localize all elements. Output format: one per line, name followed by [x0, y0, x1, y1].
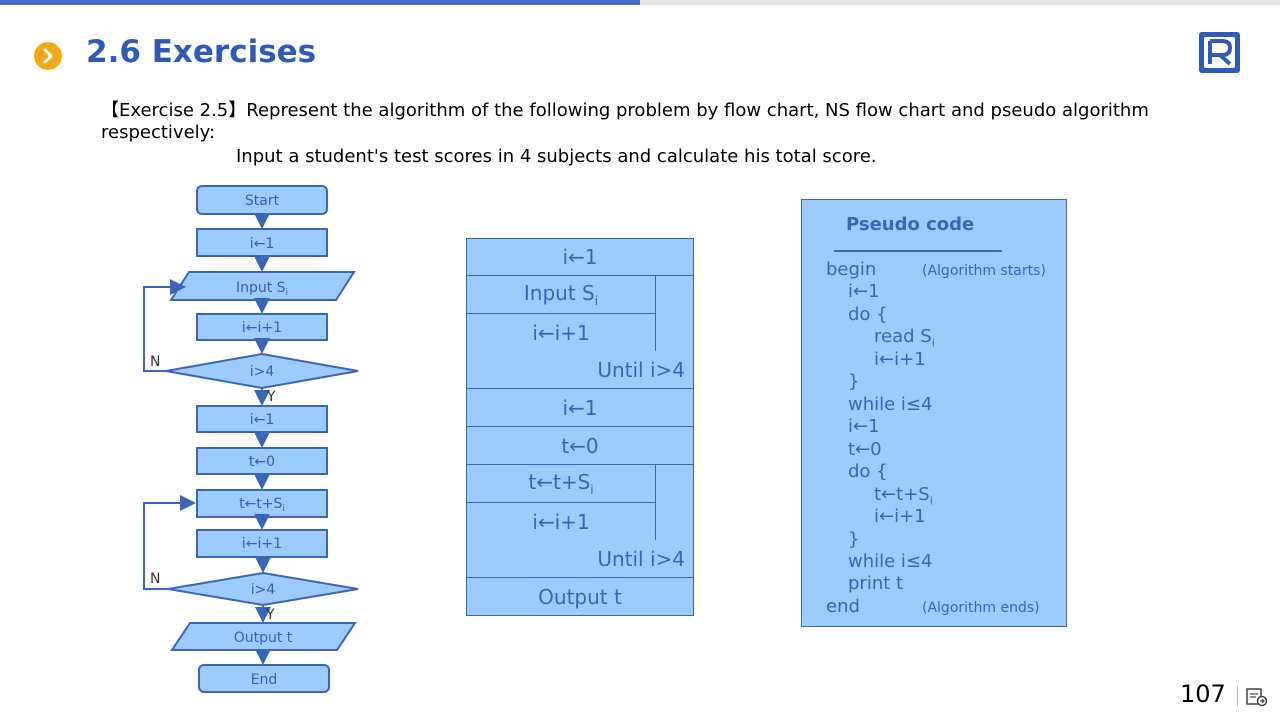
ns-row-label: i←1 — [562, 395, 598, 420]
pseudo-line: end — [826, 596, 860, 617]
flow-init-label: i←1 — [250, 412, 275, 428]
flow-start-label: Start — [245, 193, 280, 209]
pseudo-line: i←i+1 — [874, 506, 926, 527]
ns-row: i←i+1 — [466, 502, 656, 541]
ns-row-label: Until i>4 — [597, 546, 685, 571]
ns-row-label: t←0 — [561, 433, 599, 458]
ns-row-label: Output t — [538, 584, 622, 609]
ns-row-label: Until i>4 — [597, 357, 685, 382]
flow-process-node — [196, 405, 328, 433]
pseudo-line: } — [848, 371, 860, 392]
flow-no-label: N — [150, 354, 160, 370]
exercise-task: Input a student's test scores in 4 subje… — [236, 146, 877, 167]
pseudo-code-panel: Pseudo code begin (Algorithm starts) i←1… — [801, 199, 1067, 627]
ns-row: Output t — [466, 577, 694, 616]
ns-row: i←i+1 — [466, 313, 656, 352]
pseudo-line: i←1 — [848, 416, 880, 437]
pseudo-comment: (Algorithm ends) — [922, 600, 1040, 616]
ns-row-label: t←t+Si — [528, 470, 594, 497]
page-number: 107 — [1180, 680, 1226, 708]
flow-increment-label: i←i+1 — [242, 320, 282, 336]
flow-output-node — [170, 622, 357, 651]
flow-decision-label: i>4 — [251, 582, 276, 598]
flow-output-label: Output t — [234, 630, 293, 646]
pseudo-line: begin — [826, 259, 877, 280]
flow-end-node — [198, 664, 330, 693]
flow-decision-label: i>4 — [250, 364, 275, 380]
flow-process-node — [196, 313, 328, 341]
pseudo-line: i←i+1 — [874, 349, 926, 370]
exercise-text: Represent the algorithm of the following… — [101, 100, 1149, 143]
exercise-description: 【Exercise 2.5】Represent the algorithm of… — [101, 100, 1181, 144]
pseudo-line: while i≤4 — [848, 551, 933, 572]
ns-row-label: i←i+1 — [532, 320, 590, 345]
pseudo-line: do { — [848, 304, 888, 325]
pseudo-comment: (Algorithm starts) — [922, 263, 1046, 279]
flow-process-node — [196, 447, 328, 475]
top-progress-bar — [0, 0, 640, 5]
flow-sum-label: t←t+Si — [239, 496, 285, 514]
pseudo-line: read Si — [874, 326, 935, 350]
ns-flowchart: i←1 Input Si i←i+1 Until i>4 i←1 t←0 t←t… — [466, 238, 694, 616]
pseudo-line: i←1 — [848, 281, 880, 302]
exercise-label: 【Exercise 2.5】 — [101, 100, 247, 121]
ns-row: i←1 — [466, 238, 694, 276]
pseudo-line: t←t+Si — [874, 484, 933, 508]
ns-row-label: i←i+1 — [532, 509, 590, 534]
flow-no-label: N — [150, 571, 160, 587]
logo-icon — [1199, 32, 1240, 73]
pseudo-line: do { — [848, 461, 888, 482]
ns-row-label: Input Si — [523, 281, 599, 308]
pseudo-line: print t — [848, 573, 904, 594]
flow-yes-label: Y — [265, 607, 275, 623]
page-title: 2.6 Exercises — [86, 34, 317, 70]
pseudo-line: t←0 — [848, 439, 882, 460]
pseudo-title: Pseudo code — [846, 214, 975, 235]
ns-row: i←1 — [466, 388, 694, 427]
ns-row: t←0 — [466, 426, 694, 465]
flow-yes-label: Y — [266, 389, 276, 405]
slide-notes-icon[interactable] — [1246, 687, 1268, 707]
flow-end-label: End — [251, 672, 278, 688]
flow-init-total-label: t←0 — [249, 454, 275, 470]
chevron-right-icon — [34, 42, 62, 70]
ns-until-row: Until i>4 — [466, 540, 694, 578]
flowchart: Start i←1 Input Si i←i+1 i>4 N Y i←1 t←0… — [143, 185, 359, 693]
flow-process-node — [196, 529, 328, 558]
pseudo-title-rule — [834, 250, 1002, 252]
flow-input-label: Input Si — [236, 280, 288, 298]
flow-increment-label: i←i+1 — [242, 536, 282, 552]
ns-row: t←t+Si — [466, 464, 656, 503]
pseudo-line: while i≤4 — [848, 394, 933, 415]
footer-divider — [1237, 686, 1238, 706]
ns-row: Input Si — [466, 275, 656, 314]
flow-init-label: i←1 — [250, 236, 275, 252]
pseudo-line: } — [848, 529, 860, 550]
flow-process-node — [196, 489, 328, 518]
ns-until-row: Until i>4 — [466, 351, 694, 389]
ns-row-label: i←1 — [562, 245, 598, 269]
top-progress-track — [640, 0, 1280, 5]
